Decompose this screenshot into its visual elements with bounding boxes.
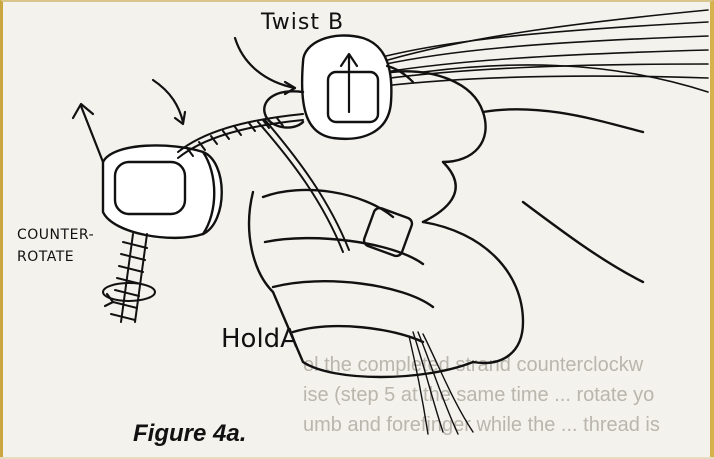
counter-rotate-label: Counter- Rotate: [17, 224, 94, 268]
hold-a-label: HoldA: [221, 324, 298, 354]
figure-caption: Figure 4a.: [133, 420, 246, 448]
counter-rotate-line-1: Counter-: [17, 224, 94, 246]
fiber-tail: [409, 332, 473, 434]
lower-hand: [249, 190, 643, 377]
hanging-strand: [103, 234, 155, 322]
counter-rotate-line-2: Rotate: [17, 246, 94, 268]
twist-b-label: Twist B: [261, 10, 344, 35]
left-thumb: [103, 145, 222, 237]
hand-twisting-illustration: [3, 2, 714, 459]
fiber-strands: [363, 10, 708, 92]
